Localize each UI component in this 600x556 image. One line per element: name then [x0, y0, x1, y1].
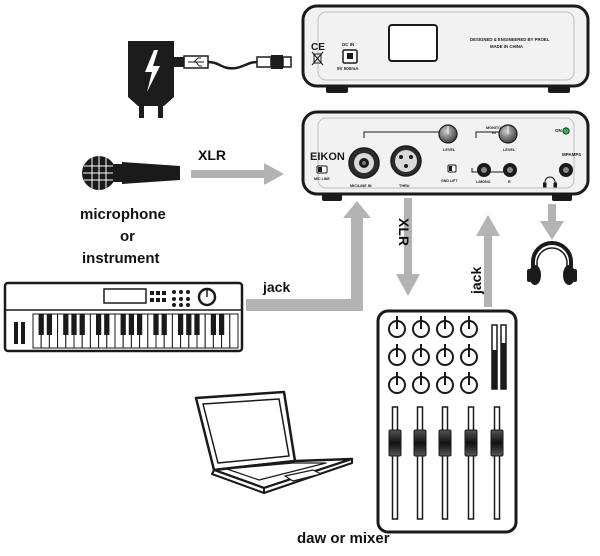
model-name: MPAMP4 [562, 152, 581, 157]
l-mono-label: L/MONO [476, 180, 491, 184]
label-sticker [388, 24, 438, 62]
fader-cap [464, 429, 478, 457]
fader-cap [413, 429, 427, 457]
dc-in-label: DC IN [342, 42, 354, 47]
black-key [95, 314, 102, 335]
xlr-vertical-label: XLR [396, 218, 412, 246]
fader-track [493, 406, 501, 520]
ce-mark: CE [311, 42, 325, 53]
fader-cap [388, 429, 402, 457]
black-key [71, 314, 77, 335]
mixer-icon [376, 309, 518, 534]
power-adapter [128, 41, 292, 118]
on-label: ON [555, 128, 562, 133]
jack-label: jack [262, 279, 290, 295]
monitor-in-label: IN [492, 131, 496, 135]
black-key [186, 314, 192, 335]
arrow-device-to-mixer [404, 198, 412, 276]
level-right-label: LEVEL [503, 148, 516, 152]
black-key [104, 314, 110, 335]
jack-vertical-label: jack [468, 267, 484, 295]
black-key [63, 314, 69, 335]
device-front-panel: EIKON MPAMP4 ON MIC LINE MIC/LINE IN THR… [301, 110, 590, 201]
black-key [136, 314, 143, 335]
instrument-label: instrument [82, 250, 160, 267]
black-key [210, 314, 217, 335]
arrow-mic-to-device [191, 170, 265, 178]
dc-in-rating: 5V 500mA [337, 66, 359, 71]
monitor-label: MONITOR [486, 126, 504, 130]
black-key [128, 314, 135, 335]
arrow-mixer-to-device [484, 234, 492, 307]
black-key [46, 314, 53, 335]
black-key [161, 314, 167, 335]
black-key [177, 314, 184, 335]
microphone-icon [82, 156, 180, 190]
level-left-label: LEVEL [443, 148, 456, 152]
usb-icon [188, 57, 204, 67]
arrows [191, 163, 564, 311]
mic-line-in-label: MIC/LINE IN [350, 184, 372, 188]
black-key [79, 314, 85, 335]
white-keys [32, 313, 239, 349]
keyboard-display [103, 288, 147, 304]
laptop-icon [194, 390, 354, 494]
power-led [562, 127, 570, 135]
mic-line-switch-label: MIC LINE [314, 177, 330, 181]
fader-cap [490, 429, 504, 457]
daw-or-mixer-label: daw or mixer [297, 530, 390, 547]
trash-bin-icon [311, 51, 324, 66]
fader-track [441, 406, 449, 520]
microphone-label: microphone [80, 206, 166, 223]
black-key [120, 314, 126, 335]
headphones-small-icon [543, 176, 557, 188]
mixer-knobs [388, 316, 478, 394]
xlr-label: XLR [198, 147, 226, 163]
arrow-keyboard-to-device [246, 201, 371, 311]
keyboard-instrument-icon [3, 281, 244, 353]
fader-cap [438, 429, 452, 457]
gnd-lift-label: GND LIFT [441, 179, 458, 183]
arrow-device-to-headphones [548, 204, 556, 222]
white-key [229, 313, 239, 349]
lightning-bolt-icon [145, 50, 160, 92]
headphones-icon [527, 241, 577, 285]
black-key [194, 314, 200, 335]
or-label: or [120, 228, 135, 245]
black-keys [38, 314, 225, 335]
mixer-faders [388, 406, 504, 520]
made-in-text: MADE IN CHINA [490, 44, 523, 49]
thru-label: THRU [399, 184, 410, 188]
fader-track [391, 406, 399, 520]
fader-track [467, 406, 475, 520]
r-label: R [508, 180, 511, 184]
black-key [153, 314, 159, 335]
black-key [218, 314, 225, 335]
designed-text: DESIGNED & ENGINEERED BY PROEL [470, 37, 550, 42]
brand-logo: EIKON [310, 151, 345, 163]
device-back-panel: CE DC IN 5V 500mA DESIGNED & ENGINEERED … [301, 4, 590, 93]
black-key [38, 314, 44, 335]
fader-track [416, 406, 424, 520]
level-meters [491, 324, 507, 390]
